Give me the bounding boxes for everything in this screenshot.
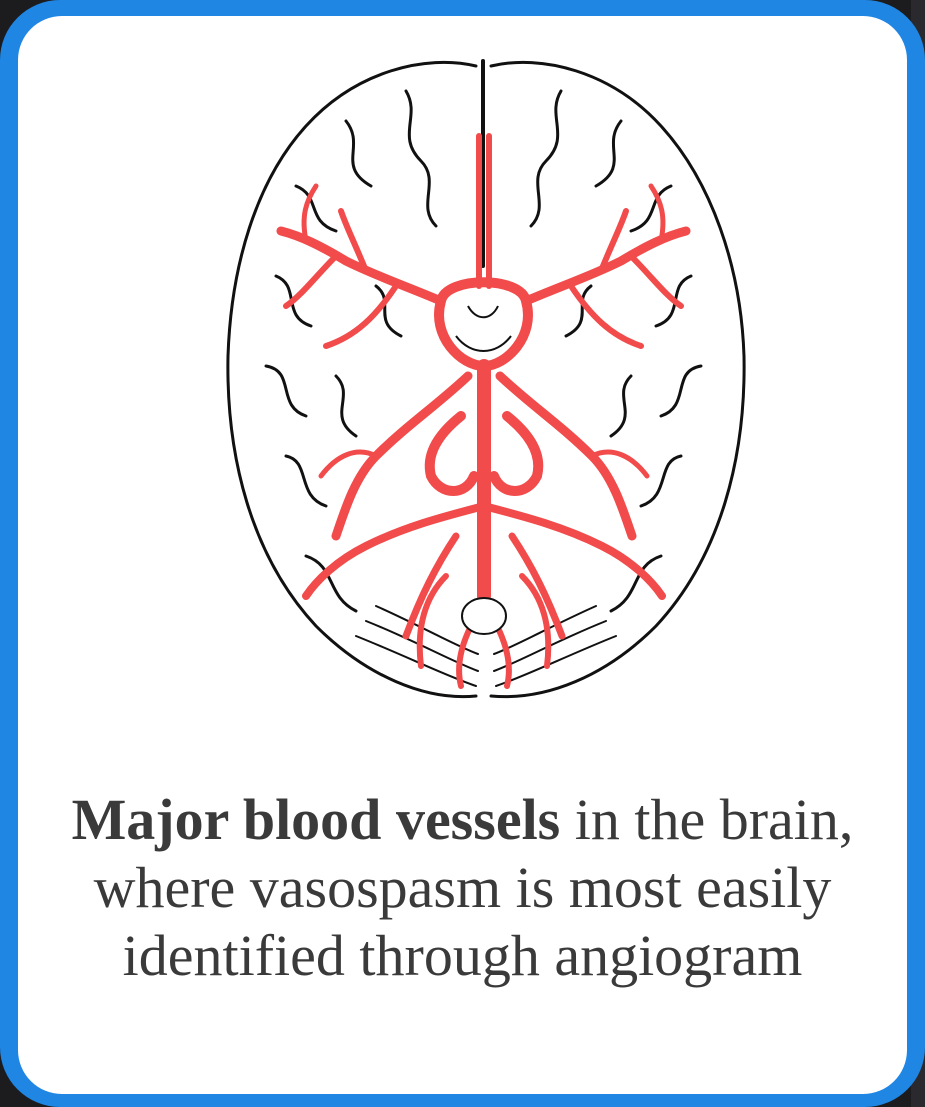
brain-vessels-illustration bbox=[206, 36, 766, 716]
caption: Major blood vessels in the brain, where … bbox=[48, 786, 877, 990]
circle-of-willis bbox=[439, 282, 528, 366]
right-hemisphere-outline bbox=[491, 62, 744, 696]
card: Major blood vessels in the brain, where … bbox=[18, 16, 907, 1094]
brainstem-details bbox=[456, 306, 511, 351]
caption-bold: Major blood vessels bbox=[72, 787, 561, 852]
foramen-magnum bbox=[462, 598, 506, 634]
